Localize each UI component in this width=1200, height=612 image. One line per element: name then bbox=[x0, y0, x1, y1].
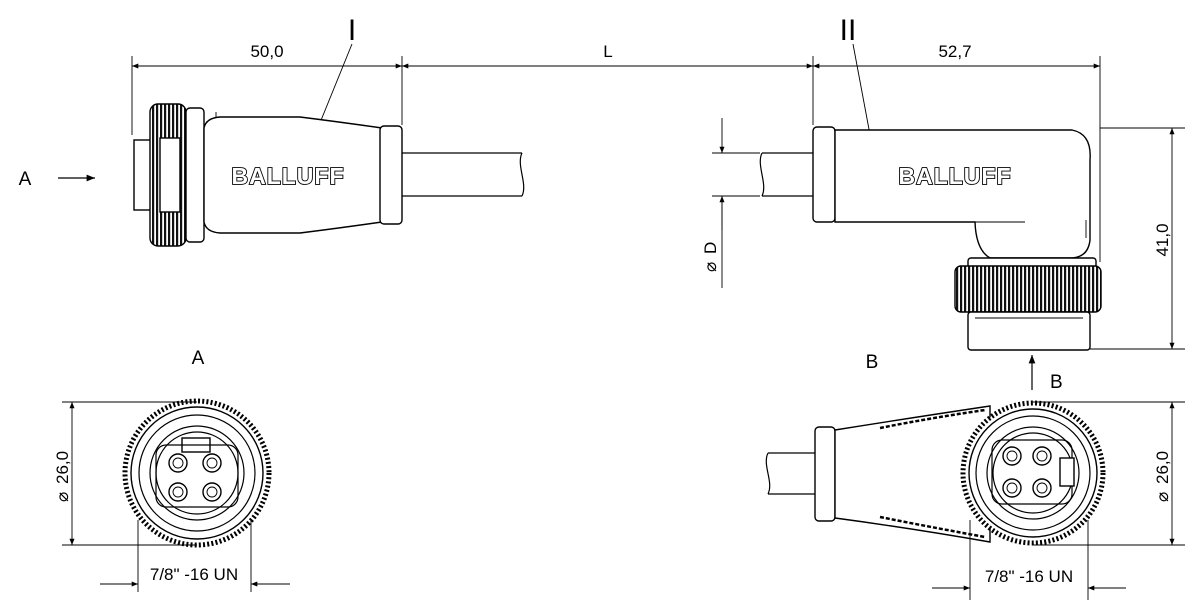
angled-connector: BALLUFF bbox=[759, 126, 1102, 351]
view-a-face bbox=[122, 398, 272, 548]
cable-break-right bbox=[759, 152, 765, 197]
brand-logo-left: BALLUFF bbox=[231, 163, 344, 189]
dim-right-length: 52,7 bbox=[938, 42, 971, 61]
view-a-title: A bbox=[192, 348, 205, 369]
strain-relief-left bbox=[379, 125, 403, 225]
pin-b-3 bbox=[1002, 478, 1022, 498]
connector-label-i: I bbox=[348, 14, 356, 47]
dim-left-length: 50,0 bbox=[250, 42, 283, 61]
dim-thread-right: 7/8" -16 UN bbox=[985, 567, 1073, 586]
pin-a-4 bbox=[202, 482, 222, 502]
straight-connector: BALLUFF bbox=[133, 103, 525, 247]
arrow-b-label: B bbox=[1050, 372, 1063, 393]
knurled-nut-right bbox=[954, 265, 1102, 313]
dim-height: 41,0 bbox=[1153, 223, 1172, 256]
dim-diameter-symbol-b: ⌀ bbox=[1153, 492, 1172, 502]
pin-a-2 bbox=[202, 453, 222, 473]
collar-left bbox=[185, 107, 205, 243]
cable-break-left bbox=[519, 152, 525, 197]
connector-label-ii: II bbox=[840, 14, 857, 47]
view-b-title: B bbox=[866, 352, 879, 373]
dim-thread-left: 7/8" -16 UN bbox=[150, 565, 238, 584]
dim-cable-length: L bbox=[603, 42, 612, 61]
pin-a-1 bbox=[168, 453, 188, 473]
pin-b-1 bbox=[1002, 446, 1022, 466]
cable-left bbox=[402, 152, 522, 197]
top-dimension-lines bbox=[131, 56, 1101, 262]
key-notch-b bbox=[1059, 457, 1075, 487]
pin-b-4 bbox=[1032, 478, 1052, 498]
plug-sleeve-right bbox=[967, 311, 1091, 351]
leader-line-ii bbox=[852, 43, 872, 141]
dim-diameter-symbol-d: ⌀ bbox=[701, 262, 720, 272]
view-b-face bbox=[765, 400, 1106, 546]
pin-a-3 bbox=[168, 482, 188, 502]
brand-logo-right: BALLUFF bbox=[898, 163, 1011, 189]
pin-b-2 bbox=[1032, 446, 1052, 466]
strain-relief-right bbox=[812, 126, 836, 223]
arrow-a-label: A bbox=[19, 169, 32, 190]
dim-diameter-symbol-a: ⌀ bbox=[53, 492, 72, 502]
connector-body-right bbox=[834, 129, 1091, 259]
dim-face-diameter-left: 26,0 bbox=[53, 451, 72, 484]
nut-band bbox=[159, 137, 181, 213]
dim-cable-diameter: D bbox=[701, 242, 720, 254]
cable-right bbox=[762, 152, 813, 197]
dim-face-diameter-right: 26,0 bbox=[1153, 451, 1172, 484]
